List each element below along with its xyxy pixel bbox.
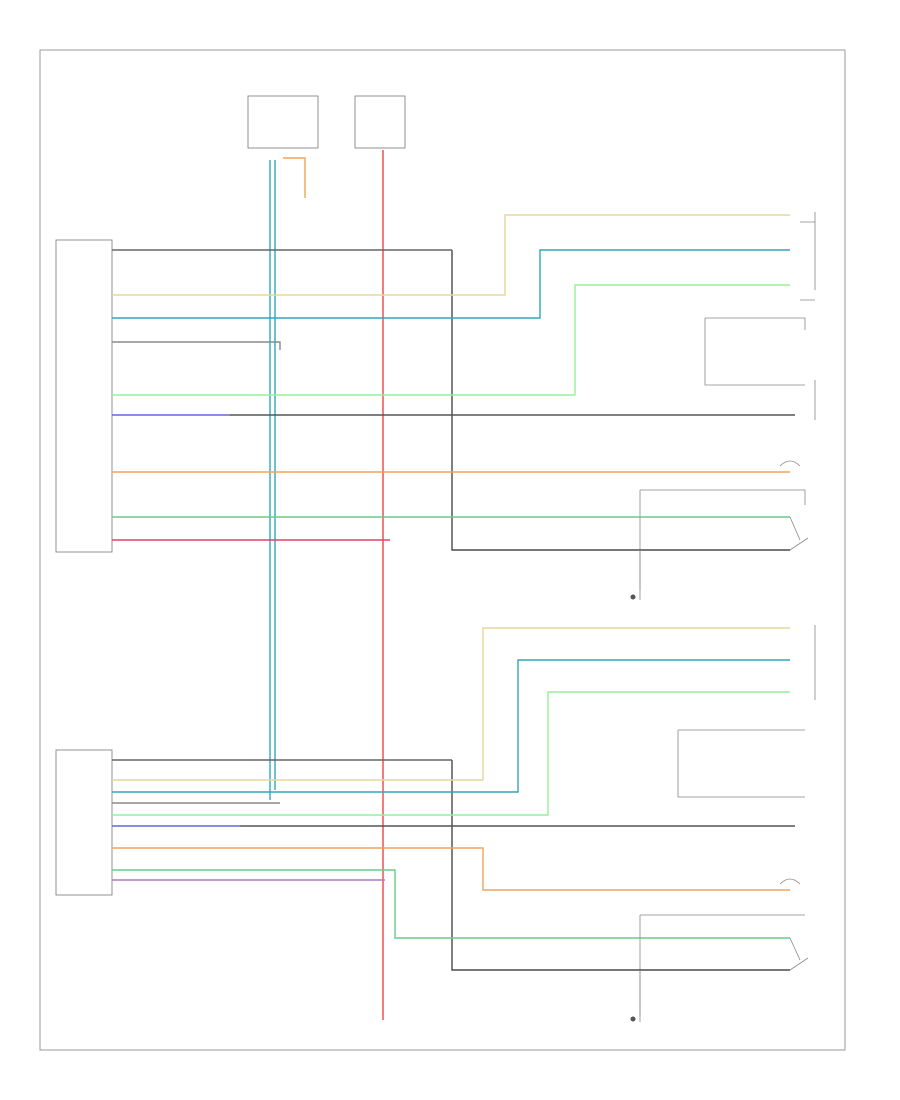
black-ground-trunk-2	[451, 760, 640, 971]
right-connector-3	[677, 729, 805, 798]
orange-pigtail-wire	[283, 157, 306, 198]
mirror-motor-symbol	[779, 460, 801, 885]
diagram-border	[39, 49, 846, 1051]
passenger-door-module	[55, 749, 113, 896]
black-ground-trunk	[451, 250, 640, 551]
driver-wire-yellow	[112, 214, 790, 296]
passenger-switch-contact	[789, 937, 809, 971]
pass-wire-orange	[112, 847, 790, 891]
right-connector-1	[704, 317, 806, 386]
driver-wire-grey	[112, 341, 281, 350]
driver-wire-lime	[112, 284, 790, 396]
driver-switch-bracket	[639, 489, 806, 590]
driver-ground-point	[630, 594, 636, 600]
pass-wire-yellow	[112, 627, 790, 781]
passenger-ground-point	[630, 1016, 636, 1022]
driver-door-module	[55, 239, 113, 553]
pass-wire-teal	[112, 659, 790, 793]
driver-wire-teal	[112, 249, 790, 319]
pass-wire-green	[112, 869, 790, 939]
driver-switch-contact	[789, 516, 809, 551]
passenger-switch-bracket	[639, 914, 805, 1015]
pass-wire-lime	[112, 691, 790, 816]
right-component-box	[354, 95, 406, 149]
right-mirror-top-bracket	[800, 212, 816, 301]
ip-cluster-box	[247, 95, 319, 149]
